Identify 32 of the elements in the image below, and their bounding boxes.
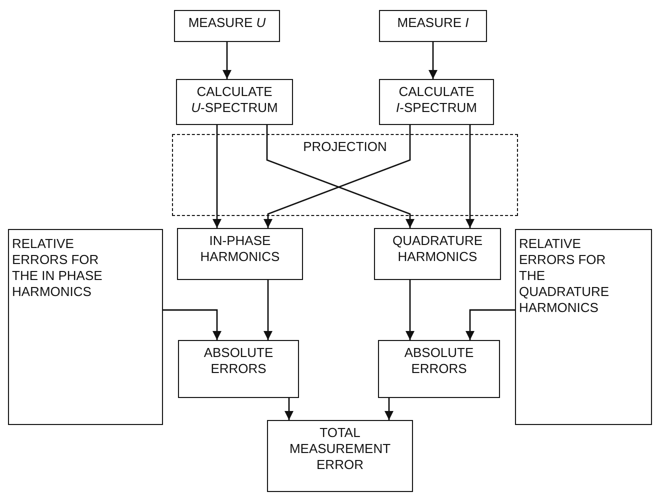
process-box [177, 228, 303, 280]
arrow [466, 125, 474, 228]
process-box [174, 10, 280, 42]
box-label: QUADRATURE HARMONICS [391, 233, 484, 265]
box-label: CALCULATE U-SPECTRUM [191, 84, 278, 116]
arrow [264, 280, 272, 340]
box-label: TOTAL MEASUREMENT ERROR [288, 425, 392, 473]
box-label: MEASURE U [188, 15, 266, 31]
process-box [378, 340, 500, 398]
arrow [284, 398, 294, 420]
box-label: CALCULATE I-SPECTRUM [395, 84, 478, 116]
box-label: RELATIVE ERRORS FOR THE IN PHASE HARMONICS [12, 236, 104, 300]
process-box [176, 79, 293, 125]
process-box [379, 10, 487, 42]
box-label: RELATIVE ERRORS FOR THE QUADRATURE HARMONICS [519, 236, 610, 316]
process-box [374, 228, 501, 280]
process-box [178, 340, 299, 398]
box-label: ABSOLUTE ERRORS [202, 345, 274, 377]
note-box [515, 229, 652, 425]
box-label: IN-PHASE HARMONICS [199, 233, 281, 265]
arrow [466, 309, 515, 340]
process-box [267, 420, 413, 492]
arrow [406, 280, 414, 340]
arrow [163, 309, 222, 340]
arrow [212, 125, 222, 228]
box-label: MEASURE I [397, 15, 469, 31]
box-label: ABSOLUTE ERRORS [403, 345, 475, 377]
arrow [428, 42, 438, 79]
note-box [8, 229, 163, 425]
arrow [222, 42, 232, 79]
process-box [379, 79, 494, 125]
arrow [384, 398, 394, 420]
